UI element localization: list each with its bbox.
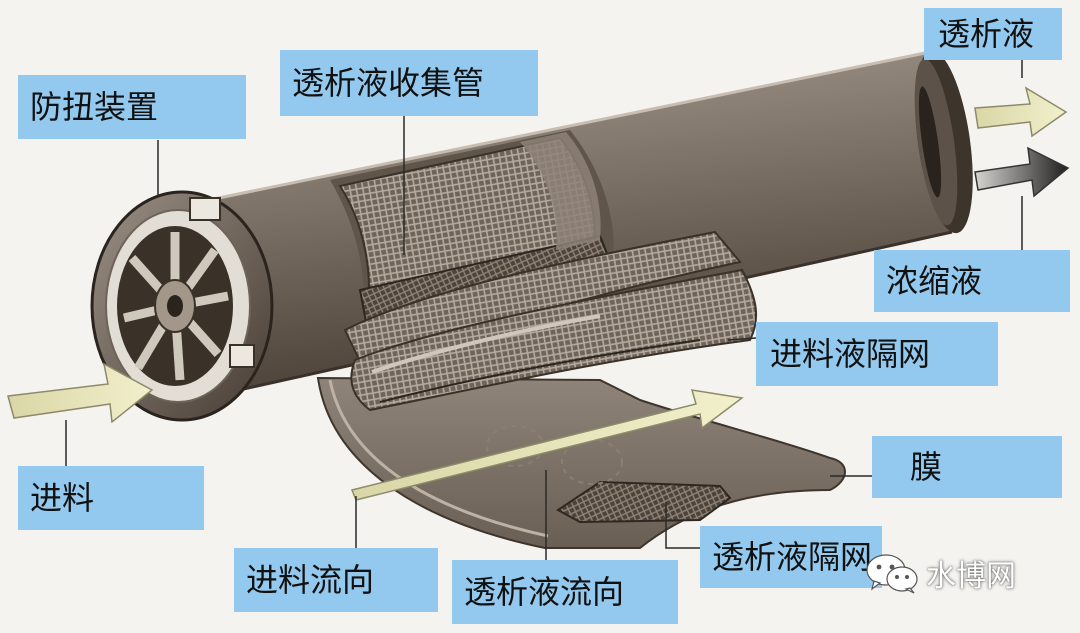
watermark: 水博网 — [864, 548, 1016, 598]
label-permeate-flow-direction: 透析液流向 — [452, 560, 678, 624]
watermark-text: 水博网 — [926, 559, 1016, 594]
feed-spacer-leaf — [343, 230, 758, 412]
label-feed-flow-direction: 进料流向 — [234, 548, 438, 612]
label-permeate-spacer: 透析液隔网 — [700, 526, 882, 588]
concentrate-arrow — [974, 146, 1070, 198]
feed-flow-arrow — [350, 389, 744, 501]
label-feed-spacer: 进料液隔网 — [756, 322, 998, 386]
label-membrane: 膜 — [872, 436, 1062, 498]
label-permeate: 透析液 — [924, 8, 1062, 60]
feed-arrow — [7, 362, 154, 424]
permeate-spacer-patch — [556, 480, 732, 524]
anti-twist-end-cap — [90, 190, 274, 422]
leader-lines — [65, 60, 1023, 560]
label-permeate-collection-tube: 透析液收集管 — [280, 50, 538, 116]
wechat-icon — [866, 554, 918, 594]
permeate-arrow — [974, 86, 1068, 138]
label-feed: 进料 — [18, 466, 204, 530]
label-anti-twist-device: 防扭装置 — [18, 75, 246, 139]
label-concentrate: 浓缩液 — [874, 250, 1070, 312]
